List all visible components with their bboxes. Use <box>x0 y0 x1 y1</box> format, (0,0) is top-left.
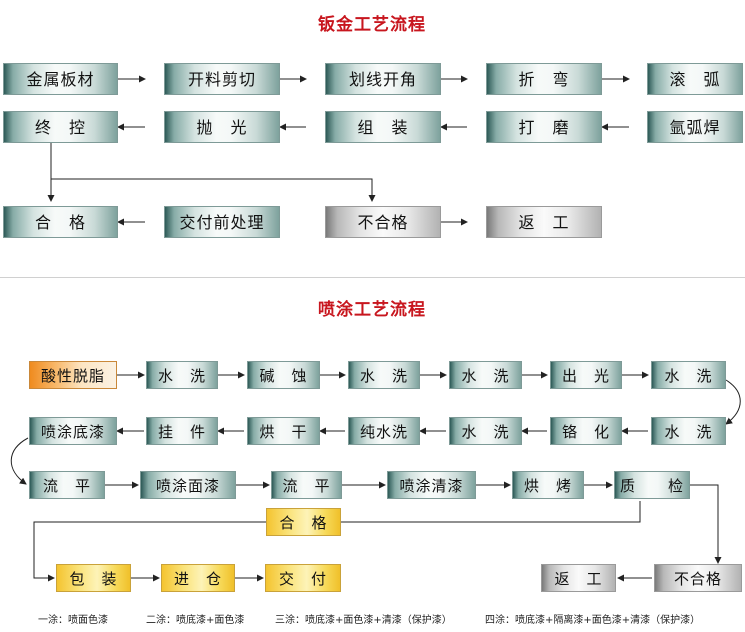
sheetmetal-title: 钣金工艺流程 <box>318 15 426 35</box>
step-rework: 返 工 <box>486 206 602 238</box>
paint-hanging: 挂 件 <box>146 417 218 445</box>
note-three-coat: 三涂：喷底漆+面色漆+清漆（保护漆） <box>275 615 452 626</box>
step-predelivery: 交付前处理 <box>164 206 280 238</box>
paint-clearcoat: 喷涂清漆 <box>387 471 476 499</box>
paint-wash-4: 水 洗 <box>651 361 726 389</box>
paint-rework: 返 工 <box>541 564 616 592</box>
step-polishing: 抛 光 <box>164 111 280 143</box>
step-rolling: 滚 弧 <box>647 63 743 95</box>
paint-topcoat: 喷涂面漆 <box>140 471 236 499</box>
paint-degreasing: 酸性脱脂 <box>29 361 117 389</box>
paint-pure-water-wash: 纯水洗 <box>348 417 420 445</box>
note-two-coat: 二涂：喷底漆+面色漆 <box>146 615 245 626</box>
step-final-control: 终 控 <box>3 111 118 143</box>
painting-title: 喷涂工艺流程 <box>318 300 426 320</box>
paint-drying: 烘 干 <box>247 417 320 445</box>
step-argon-welding: 氩弧焊 <box>647 111 743 143</box>
paint-baking: 烘 烤 <box>512 471 584 499</box>
section-divider <box>0 277 745 278</box>
step-assembly: 组 装 <box>325 111 441 143</box>
paint-chromating: 铬 化 <box>550 417 622 445</box>
paint-primer: 喷涂底漆 <box>29 417 117 445</box>
note-four-coat: 四涂：喷底漆+隔离漆+面色漆+清漆（保护漆） <box>485 615 701 626</box>
step-bending: 折 弯 <box>486 63 602 95</box>
paint-pass: 合 格 <box>266 508 341 536</box>
paint-warehousing: 进 仓 <box>161 564 235 592</box>
paint-wash-2: 水 洗 <box>348 361 420 389</box>
paint-inspection: 质 检 <box>614 471 690 499</box>
paint-fail: 不合格 <box>654 564 742 592</box>
paint-wash-6: 水 洗 <box>651 417 726 445</box>
paint-packaging: 包 装 <box>56 564 131 592</box>
step-cutting: 开料剪切 <box>164 63 280 95</box>
step-fail: 不合格 <box>325 206 441 238</box>
step-metal-sheet: 金属板材 <box>3 63 118 95</box>
paint-wash-3: 水 洗 <box>449 361 522 389</box>
step-pass: 合 格 <box>3 206 118 238</box>
paint-brightening: 出 光 <box>550 361 622 389</box>
note-one-coat: 一涂：喷面色漆 <box>38 615 108 626</box>
paint-leveling-1: 流 平 <box>29 471 105 499</box>
step-marking: 划线开角 <box>325 63 441 95</box>
paint-alkali-etch: 碱 蚀 <box>247 361 320 389</box>
step-grinding: 打 磨 <box>486 111 602 143</box>
paint-delivery: 交 付 <box>265 564 341 592</box>
paint-wash-1: 水 洗 <box>146 361 218 389</box>
paint-wash-5: 水 洗 <box>449 417 522 445</box>
paint-leveling-2: 流 平 <box>271 471 342 499</box>
